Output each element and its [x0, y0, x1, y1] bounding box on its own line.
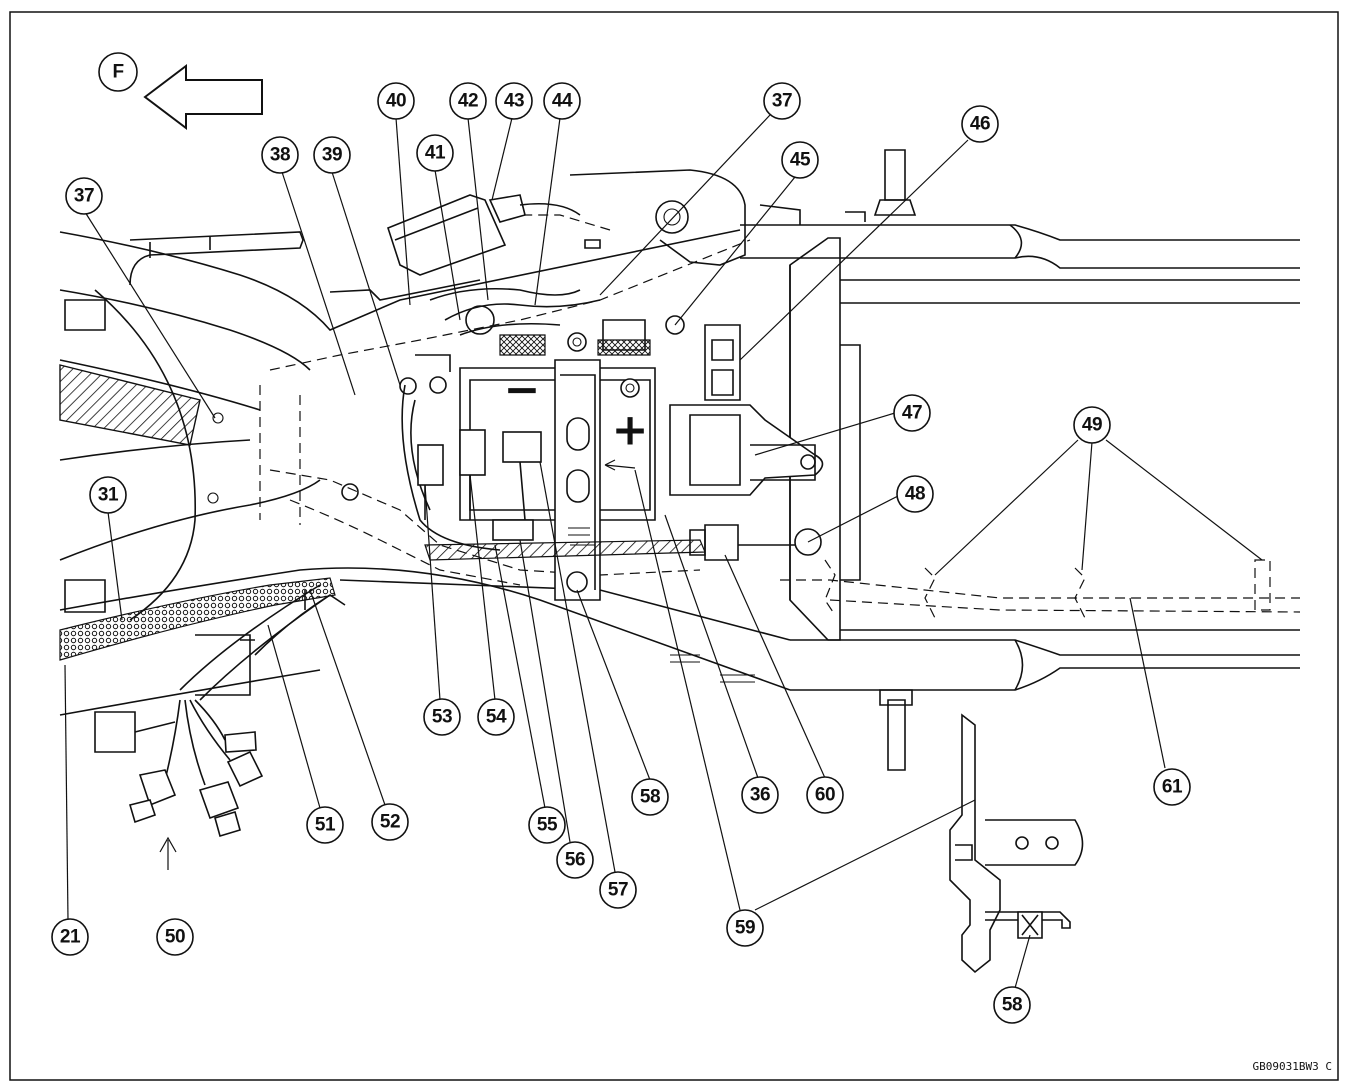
svg-text:53: 53	[432, 707, 452, 728]
callout-41: 41	[416, 134, 454, 172]
figure-code: GB09031BW3 C	[1253, 1060, 1332, 1073]
svg-text:50: 50	[165, 927, 185, 948]
svg-text:46: 46	[970, 114, 990, 135]
callout-61: 61	[1153, 768, 1191, 806]
svg-text:39: 39	[322, 145, 342, 166]
front-arrow-icon	[143, 63, 263, 131]
harness-connectors	[94, 584, 346, 838]
battery-positive-sign: +	[612, 405, 649, 456]
battery: − +	[424, 315, 706, 601]
callout-52: 52	[371, 803, 409, 841]
svg-text:41: 41	[425, 143, 446, 164]
svg-text:37: 37	[74, 186, 94, 207]
callout-48: 48	[896, 475, 934, 513]
callout-54: 54	[477, 698, 515, 736]
callout-38: 38	[261, 136, 299, 174]
harness-sleeve	[59, 577, 336, 661]
callout-50: 50	[156, 918, 194, 956]
front-label: F	[112, 62, 123, 83]
regulator	[329, 194, 601, 336]
small-markings	[568, 527, 755, 683]
callout-49: 49	[1073, 406, 1111, 444]
callout-45: 45	[781, 141, 819, 179]
svg-text:42: 42	[458, 91, 478, 112]
callout-53: 53	[423, 698, 461, 736]
svg-text:61: 61	[1162, 777, 1183, 798]
svg-text:36: 36	[750, 785, 770, 806]
svg-text:51: 51	[315, 815, 336, 836]
callout-56: 56	[556, 841, 594, 879]
figure-border	[9, 11, 1339, 1081]
svg-text:38: 38	[270, 145, 290, 166]
battery-negative-sign: −	[504, 365, 541, 416]
callout-36: 36	[741, 776, 779, 814]
svg-text:60: 60	[815, 785, 835, 806]
callout-37b: 37	[763, 82, 801, 120]
svg-text:44: 44	[552, 91, 573, 112]
svg-text:21: 21	[60, 927, 81, 948]
callout-39: 39	[313, 136, 351, 174]
callout-37a: 37	[65, 177, 103, 215]
callout-57: 57	[599, 871, 637, 909]
svg-text:55: 55	[537, 815, 558, 836]
relay-block	[669, 324, 824, 561]
callout-60: 60	[806, 776, 844, 814]
svg-text:56: 56	[565, 850, 585, 871]
fuse-connectors	[341, 354, 542, 551]
svg-text:37: 37	[772, 91, 792, 112]
callout-51: 51	[306, 806, 344, 844]
svg-text:48: 48	[905, 484, 925, 505]
svg-text:54: 54	[486, 707, 507, 728]
fender	[569, 169, 866, 266]
callout-55: 55	[528, 806, 566, 844]
svg-text:58: 58	[640, 787, 660, 808]
svg-text:52: 52	[380, 812, 400, 833]
callout-21: 21	[51, 918, 89, 956]
svg-text:47: 47	[902, 403, 922, 424]
callout-58a: 58	[631, 778, 669, 816]
svg-text:57: 57	[608, 880, 628, 901]
svg-text:59: 59	[735, 918, 755, 939]
svg-text:31: 31	[98, 485, 119, 506]
svg-text:58: 58	[1002, 995, 1022, 1016]
front-direction-indicator: F	[98, 52, 263, 131]
callout-43: 43	[495, 82, 533, 120]
callout-40: 40	[377, 82, 415, 120]
callouts: 37 38 39 40 41 42 43 44 37 45 46 47 48 4…	[51, 82, 1191, 1024]
leader-lines	[64, 114, 1263, 989]
svg-text:49: 49	[1082, 415, 1102, 436]
svg-text:40: 40	[386, 91, 406, 112]
callout-47: 47	[893, 394, 931, 432]
wire-harness	[259, 214, 1301, 619]
callout-46: 46	[961, 105, 999, 143]
callout-58b: 58	[993, 986, 1031, 1024]
svg-text:43: 43	[504, 91, 524, 112]
callout-44: 44	[543, 82, 581, 120]
svg-text:45: 45	[790, 150, 811, 171]
bracket	[949, 713, 1084, 974]
callout-42: 42	[449, 82, 487, 120]
callout-31: 31	[89, 476, 127, 514]
rear-frame	[59, 149, 1300, 771]
callout-59: 59	[726, 909, 764, 947]
